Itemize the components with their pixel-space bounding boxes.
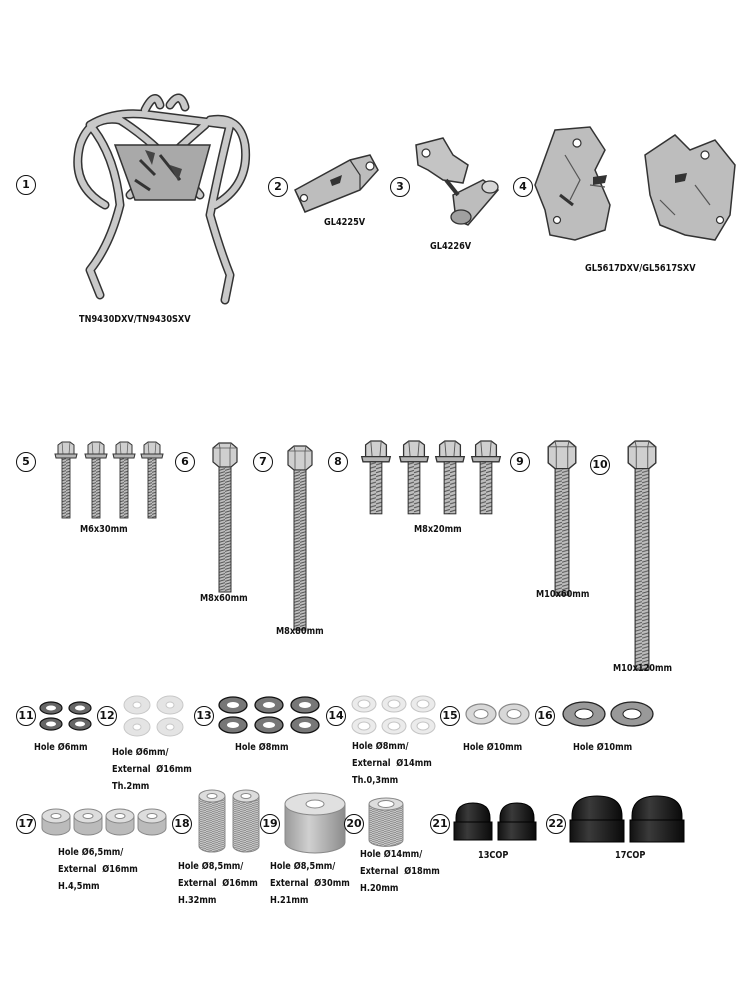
part-number-1: 1	[16, 175, 36, 195]
part-21-label: 13COP	[478, 850, 509, 861]
part-1-frame-image	[73, 93, 251, 305]
part-number-14: 14	[326, 706, 346, 726]
part-number-12: 12	[97, 706, 117, 726]
part-9-bolt-image	[547, 440, 577, 596]
part-number-19: 19	[260, 814, 280, 834]
part-11-label: Hole Ø6mm	[34, 742, 88, 753]
part-1-label: TN9430DXV/TN9430SXV	[79, 314, 191, 325]
part-number-20: 20	[344, 814, 364, 834]
part-2-label: GL4225V	[324, 217, 366, 228]
part-number-21: 21	[430, 814, 450, 834]
part-number-7: 7	[253, 452, 273, 472]
part-22-caps-image	[569, 795, 685, 843]
part-11-washers-image	[39, 701, 92, 731]
part-6-bolt-image	[212, 442, 238, 593]
part-22-label: 17COP	[615, 850, 646, 861]
part-16-label: Hole Ø10mm	[573, 742, 633, 753]
part-number-17: 17	[16, 814, 36, 834]
part-number-8: 8	[328, 452, 348, 472]
part-15-label: Hole Ø10mm	[463, 742, 523, 753]
part-17-spacers-image	[41, 808, 167, 836]
part-number-5: 5	[16, 452, 36, 472]
part-4-brackets-image	[534, 126, 736, 241]
part-10-bolt-image	[627, 440, 657, 671]
part-7-label: M8x80mm	[276, 626, 324, 637]
part-number-22: 22	[546, 814, 566, 834]
part-2-bracket-image	[294, 154, 379, 213]
part-number-18: 18	[172, 814, 192, 834]
part-9-label: M10x60mm	[536, 589, 590, 600]
part-number-13: 13	[194, 706, 214, 726]
part-7-bolt-image	[287, 445, 313, 631]
part-number-2: 2	[268, 177, 288, 197]
part-15-washers-image	[465, 703, 530, 725]
part-12-label: Hole Ø6mm/ External Ø16mm Th.2mm	[112, 747, 192, 792]
part-19-label: Hole Ø8,5mm/ External Ø30mm H.21mm	[270, 861, 350, 906]
part-18-spacers-image	[198, 789, 260, 853]
part-20-spacer-image	[368, 797, 404, 847]
part-19-spacer-image	[284, 792, 346, 854]
part-14-label: Hole Ø8mm/ External Ø14mm Th.0,3mm	[352, 741, 432, 786]
part-number-4: 4	[513, 177, 533, 197]
part-6-label: M8x60mm	[200, 593, 248, 604]
part-3-label: GL4226V	[430, 241, 472, 252]
part-3-bracket-image	[415, 137, 500, 226]
part-13-washers-image	[218, 696, 320, 734]
part-21-caps-image	[453, 802, 537, 841]
part-number-9: 9	[510, 452, 530, 472]
part-14-washers-image	[351, 695, 436, 735]
part-number-16: 16	[535, 706, 555, 726]
part-number-11: 11	[16, 706, 36, 726]
part-18-label: Hole Ø8,5mm/ External Ø16mm H.32mm	[178, 861, 258, 906]
part-17-label: Hole Ø6,5mm/ External Ø16mm H.4,5mm	[58, 847, 138, 892]
part-13-label: Hole Ø8mm	[235, 742, 289, 753]
part-16-washers-image	[562, 701, 654, 727]
part-number-15: 15	[440, 706, 460, 726]
part-8-bolts-image	[361, 440, 501, 515]
part-number-3: 3	[390, 177, 410, 197]
part-10-label: M10x120mm	[613, 663, 673, 674]
part-number-10: 10	[590, 455, 610, 475]
part-5-bolts-image	[54, 441, 164, 519]
part-8-label: M8x20mm	[414, 524, 462, 535]
part-12-washers-image	[123, 695, 184, 737]
part-20-label: Hole Ø14mm/ External Ø18mm H.20mm	[360, 849, 440, 894]
part-number-6: 6	[175, 452, 195, 472]
part-5-label: M6x30mm	[80, 524, 128, 535]
part-4-label: GL5617DXV/GL5617SXV	[585, 263, 696, 274]
